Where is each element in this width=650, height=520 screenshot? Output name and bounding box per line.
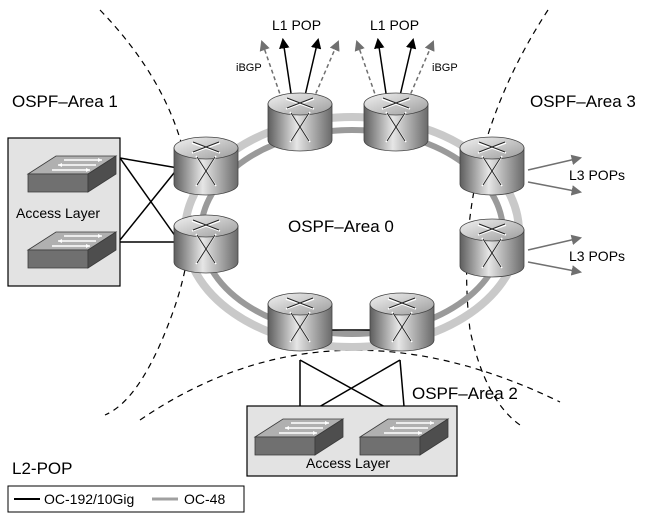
l3-arrows <box>527 154 583 276</box>
legend-solid-label: OC-192/10Gig <box>44 491 134 507</box>
l1-pop-left-label: L1 POP <box>272 17 321 33</box>
area3-label: OSPF–Area 3 <box>530 92 636 111</box>
access-layer-bottom-label: Access Layer <box>306 455 390 471</box>
ibgp-right-label: iBGP <box>432 62 458 74</box>
l1-uplinks <box>259 37 435 101</box>
router-icon <box>267 92 333 152</box>
access-layer-bottom: Access Layer <box>246 405 458 477</box>
legend: OC-192/10Gig OC-48 <box>7 485 245 513</box>
area0-label: OSPF–Area 0 <box>288 217 394 236</box>
l3-pops-bottom-label: L3 POPs <box>569 248 625 264</box>
router-icon <box>363 92 429 152</box>
area1-boundary <box>99 9 192 416</box>
router-icon <box>459 218 525 278</box>
access-layer-left: Access Layer <box>7 137 121 287</box>
router-icon <box>369 292 435 352</box>
area2-label: OSPF–Area 2 <box>412 384 518 403</box>
link <box>119 157 179 241</box>
area3-boundary <box>466 9 549 426</box>
link <box>119 167 179 241</box>
router-icon <box>459 136 525 196</box>
l1-pop-right-label: L1 POP <box>370 17 419 33</box>
area1-label: OSPF–Area 1 <box>12 92 118 111</box>
l2-pop-label: L2-POP <box>12 459 72 478</box>
l3-pops-top-label: L3 POPs <box>569 167 625 183</box>
link <box>119 157 179 169</box>
ibgp-left-label: iBGP <box>236 62 262 74</box>
router-icon <box>173 136 239 196</box>
legend-gray-label: OC-48 <box>184 491 225 507</box>
access-layer-left-label: Access Layer <box>16 205 100 221</box>
links <box>119 157 406 419</box>
router-icon <box>173 214 239 274</box>
router-icon <box>267 292 333 352</box>
